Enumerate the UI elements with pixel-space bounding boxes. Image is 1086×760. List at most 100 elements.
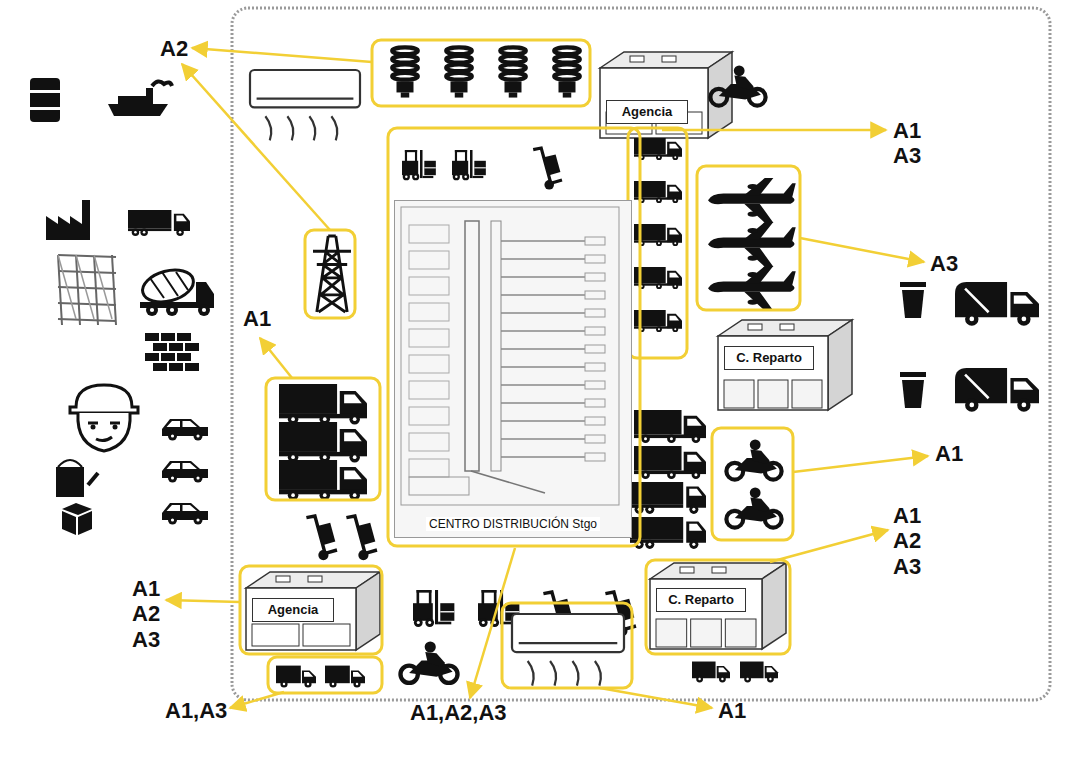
oil-barrel-icon	[30, 78, 60, 122]
icon-shape	[500, 47, 526, 54]
icon-shape	[900, 372, 926, 377]
airplane-icon	[708, 178, 796, 223]
icon-shape	[656, 619, 687, 647]
icon-shape	[177, 333, 191, 341]
icon-shape	[344, 395, 362, 404]
distribution-building	[718, 320, 852, 410]
icon-shape	[455, 150, 467, 152]
icon-shape	[1022, 317, 1027, 322]
icon-shape	[686, 487, 706, 508]
icon-shape	[58, 255, 116, 257]
icon-shape	[965, 398, 978, 411]
icon-shape	[329, 680, 336, 687]
icon-shape	[353, 680, 360, 687]
icon-shape	[748, 228, 758, 233]
icon-shape	[198, 304, 210, 316]
callout-arrow	[770, 530, 888, 562]
icon-shape	[644, 437, 647, 440]
icon-shape	[323, 417, 327, 421]
icon-shape	[509, 92, 518, 97]
highlight-box	[240, 566, 382, 654]
icon-shape	[670, 273, 680, 278]
callout-label: A1	[243, 306, 271, 331]
icon-shape	[332, 683, 335, 686]
callout-arrow	[800, 238, 924, 262]
icon-shape	[425, 618, 434, 627]
icon-shape	[140, 229, 147, 236]
icon-shape	[501, 438, 585, 440]
icon-shape	[287, 116, 293, 140]
icon-shape	[167, 463, 198, 469]
icon-shape	[405, 175, 408, 178]
icon-shape	[307, 683, 310, 686]
node-label: CENTRO DISTRIBUCIÓN Stgo	[426, 517, 600, 531]
car-icon	[162, 503, 208, 525]
icon-shape	[176, 229, 183, 236]
icon-shape	[744, 676, 751, 683]
icon-shape	[744, 178, 773, 223]
icon-shape	[769, 678, 771, 680]
icon-shape	[425, 641, 436, 652]
icon-shape	[501, 312, 585, 314]
callout-label: A1	[718, 698, 746, 723]
icon-shape	[641, 434, 650, 443]
trash-bin-icon	[900, 372, 926, 408]
icon-shape	[955, 368, 1007, 403]
icon-shape	[724, 380, 754, 408]
icon-shape	[70, 385, 138, 413]
icon-shape	[746, 678, 748, 680]
callout-arrow	[662, 129, 886, 132]
icon-shape	[630, 517, 683, 540]
icon-shape	[167, 505, 198, 511]
icon-shape	[331, 116, 337, 140]
icon-shape	[152, 81, 172, 86]
icon-shape	[554, 73, 580, 80]
icon-shape	[424, 161, 436, 175]
forklift-icon	[452, 150, 486, 180]
icon-shape	[792, 380, 822, 408]
icon-shape	[1014, 381, 1033, 389]
icon-shape	[585, 255, 605, 263]
icon-shape	[965, 289, 989, 313]
icon-shape	[585, 273, 605, 281]
icon-shape	[146, 88, 153, 104]
icon-shape	[828, 320, 852, 410]
icon-shape	[166, 304, 178, 316]
icon-shape	[409, 277, 449, 295]
icon-shape	[134, 231, 137, 234]
icon-shape	[689, 505, 698, 514]
agency-building	[246, 572, 380, 650]
icon-shape	[397, 81, 414, 92]
icon-shape	[344, 433, 362, 442]
icon-shape	[196, 434, 199, 437]
icon-shape	[1017, 398, 1030, 411]
icon-shape	[113, 425, 118, 430]
icon-shape	[501, 348, 585, 350]
icon-shape	[644, 473, 647, 476]
icon-shape	[500, 73, 526, 80]
callout-arrow	[260, 338, 292, 378]
motorcycle-icon	[710, 65, 765, 105]
icon-shape	[656, 326, 662, 332]
highlight-box	[502, 603, 632, 688]
icon-shape	[464, 175, 467, 178]
icon-shape	[118, 96, 146, 104]
icon-shape	[501, 456, 585, 458]
distribution-sign: C. Reparto	[656, 588, 746, 612]
icon-shape	[762, 563, 786, 649]
icon-shape	[291, 417, 295, 421]
icon-shape	[265, 116, 271, 140]
icon-shape	[344, 471, 362, 480]
forklift-icon	[413, 590, 454, 627]
callout-arrow	[166, 600, 240, 602]
callout-arrow	[192, 48, 372, 62]
icon-shape	[684, 452, 706, 474]
hand-truck-icon	[346, 516, 377, 560]
icon-shape	[501, 366, 585, 368]
icon-shape	[409, 303, 449, 321]
highlight-box	[697, 166, 800, 310]
icon-shape	[30, 90, 60, 93]
icon-shape	[595, 661, 601, 686]
callout-label: A2	[160, 36, 188, 61]
icon-shape	[750, 450, 769, 464]
